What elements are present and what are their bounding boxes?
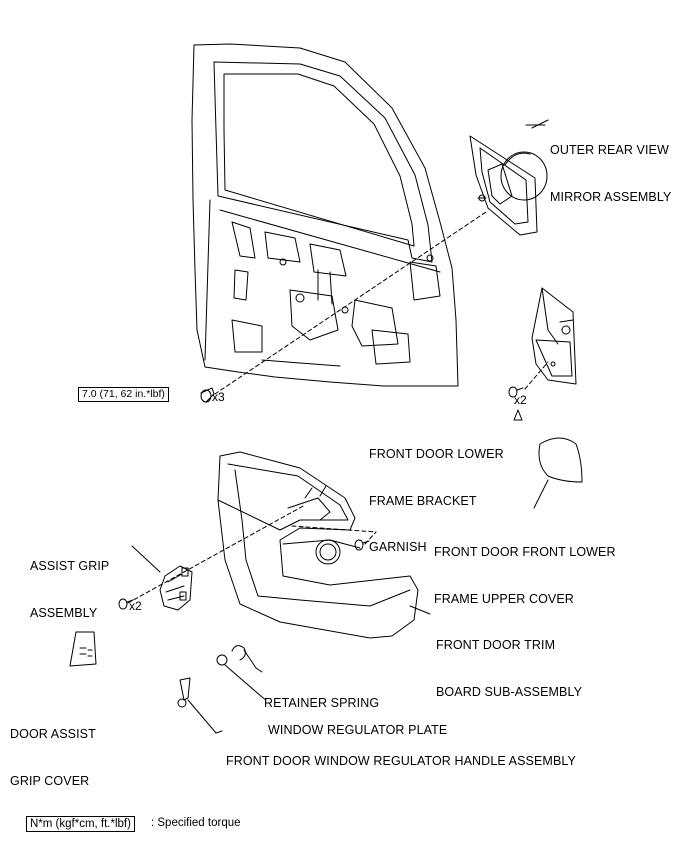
door-bolt <box>200 387 215 403</box>
label-line: FRAME BRACKET <box>369 493 477 508</box>
legend-text: : Specified torque <box>151 817 241 829</box>
label-line: FRONT DOOR FRONT LOWER <box>434 545 616 559</box>
label-regulator-handle: FRONT DOOR WINDOW REGULATOR HANDLE ASSEM… <box>226 723 576 785</box>
trim-board <box>217 451 419 639</box>
label-upper-cover: FRONT DOOR FRONT LOWER FRAME UPPER COVER <box>434 514 616 623</box>
garnish-screw <box>508 386 524 398</box>
retainer-spring <box>231 645 257 669</box>
regulator-plate <box>216 654 263 698</box>
label-line: FRAME UPPER COVER <box>434 591 574 606</box>
qty-door-bolt: x3 <box>212 390 225 404</box>
regulator-handle <box>177 677 217 734</box>
label-retainer-spring: RETAINER SPRING <box>264 665 379 727</box>
label-regulator-plate: WINDOW REGULATOR PLATE <box>268 692 447 754</box>
label-line: GARNISH <box>369 540 427 554</box>
door-panel <box>191 43 459 387</box>
label-outer-mirror: OUTER REAR VIEW MIRROR ASSEMBLY <box>550 112 671 221</box>
torque-spec-box: 7.0 (71, 62 in.*lbf) <box>78 387 169 402</box>
label-assist-grip: ASSIST GRIP ASSEMBLY <box>30 528 109 637</box>
label-trim-board: FRONT DOOR TRIM BOARD SUB-ASSEMBLY <box>436 607 582 716</box>
grip-screw <box>118 598 134 610</box>
label-line: FRONT DOOR WINDOW REGULATOR HANDLE ASSEM… <box>226 754 576 768</box>
label-line: BOARD SUB-ASSEMBLY <box>436 684 583 699</box>
door-assist-grip-cover <box>69 631 97 667</box>
label-line: WINDOW REGULATOR PLATE <box>268 723 448 737</box>
label-line: ASSIST GRIP <box>30 559 110 573</box>
legend-unit-box: N*m (kgf*cm, ft.*lbf) <box>26 816 135 832</box>
label-line: RETAINER SPRING <box>264 696 380 710</box>
label-line: MIRROR ASSEMBLY <box>550 189 672 204</box>
bracket-garnish <box>531 287 577 385</box>
label-door-assist-cover: DOOR ASSIST GRIP COVER <box>10 696 96 805</box>
label-line: DOOR ASSIST <box>10 727 96 741</box>
qty-garnish-screw: x2 <box>514 393 527 407</box>
label-line: FRONT DOOR TRIM <box>436 638 556 652</box>
label-line: OUTER REAR VIEW <box>550 143 669 157</box>
leader-lines <box>131 119 549 734</box>
qty-grip-screw: x2 <box>129 599 142 613</box>
assist-grip <box>159 565 193 611</box>
label-bracket-garnish: FRONT DOOR LOWER FRAME BRACKET GARNISH <box>369 416 504 571</box>
label-line: FRONT DOOR LOWER <box>369 447 504 461</box>
label-line: GRIP COVER <box>10 773 90 788</box>
outer-mirror <box>469 135 548 236</box>
trim-screw <box>354 539 370 551</box>
frame-upper-cover <box>533 437 583 509</box>
label-line: ASSEMBLY <box>30 605 98 620</box>
